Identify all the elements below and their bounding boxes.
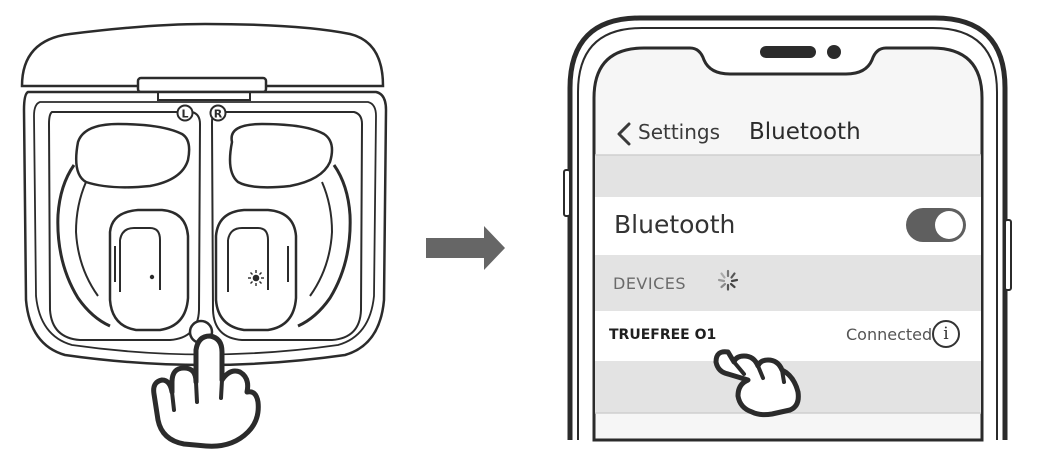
device-row-bg[interactable] (595, 311, 981, 361)
section-spacer-top (595, 155, 981, 197)
case-lid (20, 22, 385, 88)
hand-pointer-icon (713, 349, 801, 418)
side-button-left (563, 169, 571, 217)
right-mark-letter: R (214, 108, 223, 121)
chevron-left-icon[interactable] (617, 122, 631, 146)
left-earbud (56, 122, 191, 332)
device-status: Connected (846, 325, 933, 344)
front-camera (827, 45, 841, 59)
arrow-right-icon (426, 226, 505, 270)
back-button-label[interactable]: Settings (638, 120, 721, 144)
bluetooth-toggle[interactable] (906, 208, 966, 242)
side-button-right (1004, 219, 1012, 291)
left-mark-letter: L (181, 108, 188, 121)
page-title: Bluetooth (749, 119, 861, 145)
left-mark (176, 104, 194, 122)
left-earbud-led (149, 274, 155, 280)
devices-section-header: DEVICES (613, 274, 687, 293)
sun-icon (248, 270, 264, 286)
info-icon[interactable]: i (932, 320, 960, 348)
devices-header-bg (595, 255, 981, 311)
device-name[interactable]: TRUEFREE O1 (609, 327, 717, 343)
spinner-icon (717, 269, 739, 291)
right-mark (209, 104, 227, 122)
case-hinge (136, 76, 268, 94)
charging-case (20, 22, 388, 367)
hand-pointer-icon (151, 333, 261, 449)
bluetooth-row-label: Bluetooth (614, 210, 736, 239)
speaker-grill (760, 46, 816, 58)
